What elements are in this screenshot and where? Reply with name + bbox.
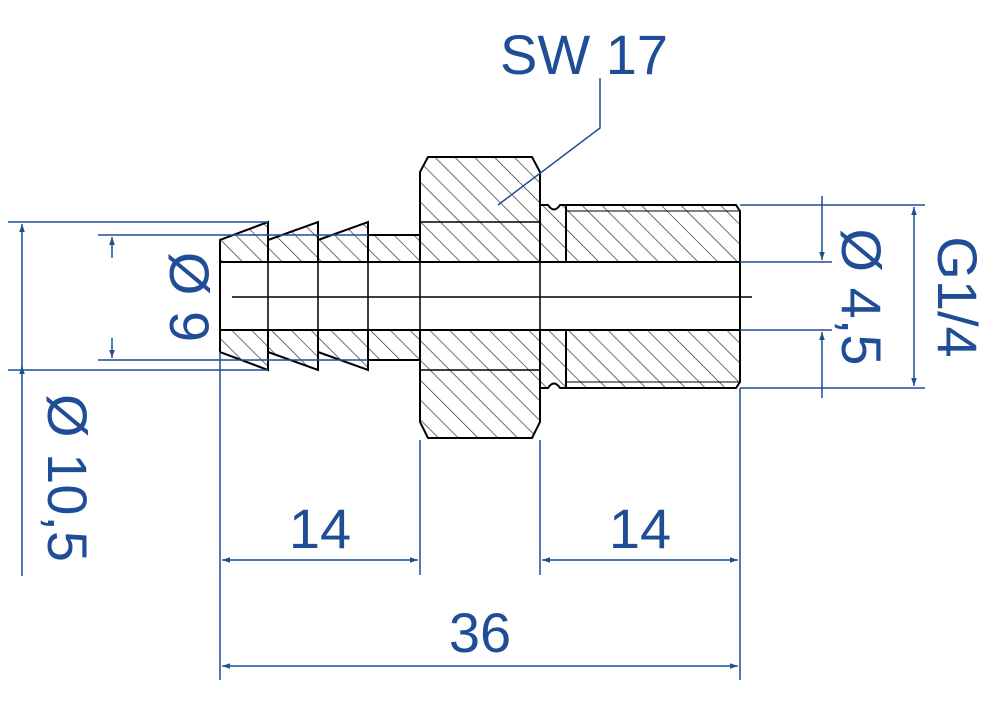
overall-length-label: 36 (449, 601, 511, 664)
hose-tail-diameter-label: Ø 9 (158, 252, 221, 342)
wrench-size-dimension (497, 78, 601, 206)
wrench-size-label: SW 17 (500, 23, 668, 86)
barb-diameter-label: Ø 10,5 (36, 394, 99, 562)
length-extension-lines (219, 352, 741, 680)
hose-tail-lower-section (219, 329, 421, 372)
thread-size-dimension (740, 204, 925, 389)
thread-size-label: G1/4 (926, 236, 989, 357)
hex-nut-section (419, 156, 541, 439)
dimensions (8, 78, 925, 680)
hose-tail-bore (219, 261, 420, 331)
hose-tail-upper-section (219, 220, 421, 263)
barb-diameter-dimension (8, 221, 268, 576)
hose-tail-diameter-dimension (98, 234, 368, 361)
fitting-part (219, 156, 752, 439)
hose-tail-length-label: 14 (289, 497, 351, 560)
thread-undercut (539, 204, 567, 389)
thread-length-label: 14 (609, 497, 671, 560)
threaded-spigot-section (565, 204, 741, 389)
bore-diameter-dimension (740, 196, 832, 398)
dimension-labels: SW 17 14 14 36 Ø 9 Ø 10,5 Ø 4,5 G1/4 (36, 23, 989, 664)
bore-diameter-label: Ø 4,5 (830, 229, 893, 366)
